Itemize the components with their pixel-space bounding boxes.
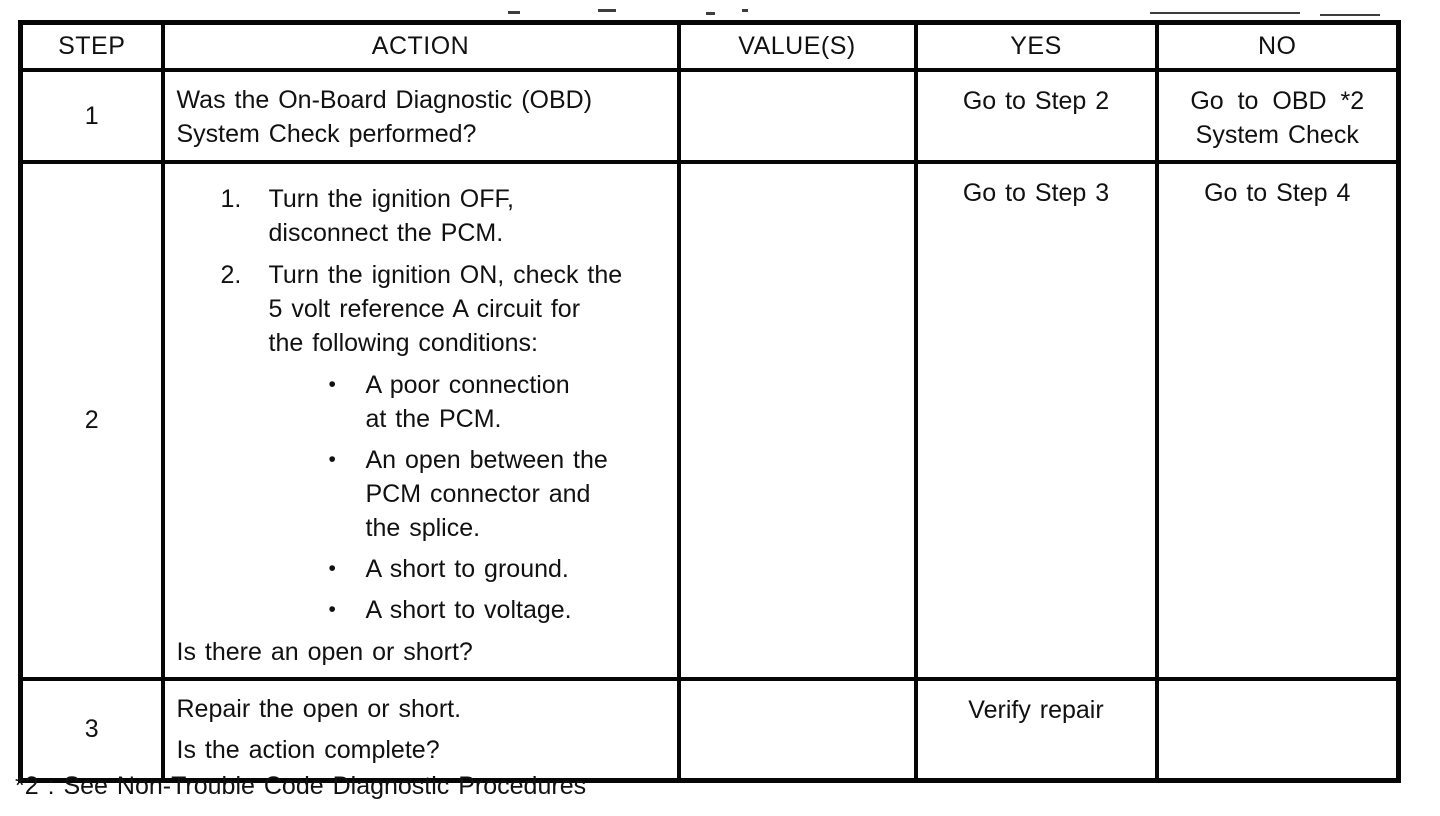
scan-artifact [1320, 14, 1380, 16]
question-text: Is there an open or short? [176, 637, 473, 666]
column-header-values: VALUE(S) [676, 20, 918, 72]
action-cell: Was the On-Board Diagnostic (OBD) System… [160, 67, 681, 164]
no-text: System Check [1195, 120, 1359, 149]
numbered-item-marker: 2. [220, 260, 242, 289]
scan-artifact [508, 11, 520, 14]
bullet-icon: • [328, 447, 336, 471]
question-text: Is the action complete? [176, 735, 440, 764]
numbered-item: 1. Turn the ignition OFF, disconnect the… [221, 182, 669, 250]
numbered-item: 2. Turn the ignition ON, check the 5 vol… [221, 258, 669, 360]
column-header-action: ACTION [160, 20, 681, 72]
footnote: *2 : See Non-Trouble Code Diagnostic Pro… [15, 772, 587, 800]
no-cell: Go to Step 4 [1154, 159, 1401, 681]
column-header-no: NO [1154, 20, 1401, 72]
scan-artifact [742, 9, 748, 12]
bullet-item-text: An open between the PCM connector and th… [366, 443, 669, 545]
action-cell: Repair the open or short. Is the action … [160, 676, 681, 783]
action-text: A short to voltage. [365, 595, 572, 624]
bullet-item: • An open between the PCM connector and … [329, 443, 669, 545]
value-cell [676, 67, 918, 164]
bullet-item-text: A short to voltage. [366, 593, 669, 627]
action-text: Turn the ignition OFF, [268, 184, 514, 213]
action-text: A poor connection [365, 370, 570, 399]
scan-artifact [706, 12, 715, 15]
step-number: 3 [18, 676, 165, 783]
bullet-item: • A short to voltage. [329, 593, 669, 627]
no-text: Go to OBD *2 [1190, 86, 1365, 115]
action-text: at the PCM. [365, 404, 502, 433]
column-header-step: STEP [18, 20, 165, 72]
no-cell: Go to OBD *2 System Check [1154, 67, 1401, 164]
diagnostic-table: STEP ACTION VALUE(S) YES NO 1 Was the On… [18, 20, 1401, 783]
action-text: Turn the ignition ON, check the [268, 260, 623, 289]
scan-artifact [598, 9, 616, 12]
bullet-icon: • [328, 372, 336, 396]
numbered-item-text: Turn the ignition ON, check the 5 volt r… [269, 258, 669, 360]
numbered-item-marker: 1. [220, 184, 242, 213]
action-text: the following conditions: [268, 328, 538, 357]
numbered-item-text: Turn the ignition OFF, disconnect the PC… [269, 182, 669, 250]
action-text: PCM connector and [365, 479, 591, 508]
column-header-yes: YES [913, 20, 1159, 72]
bullet-item-text: A short to ground. [366, 552, 669, 586]
value-cell [676, 159, 918, 681]
bullet-icon: • [328, 556, 336, 580]
bullet-item-text: A poor connection at the PCM. [366, 368, 669, 436]
bullet-item: • A short to ground. [329, 552, 669, 586]
yes-cell: Verify repair [913, 676, 1159, 783]
action-text: A short to ground. [365, 554, 569, 583]
table-header-row: STEP ACTION VALUE(S) YES NO [18, 20, 1401, 72]
action-text: disconnect the PCM. [268, 218, 504, 247]
step-number: 2 [18, 159, 165, 681]
action-text: Repair the open or short. [176, 694, 462, 723]
yes-cell: Go to Step 2 [913, 67, 1159, 164]
table-row-step-2: 2 1. Turn the ignition OFF, disconnect t… [18, 159, 1401, 681]
action-text: System Check performed? [176, 119, 477, 148]
value-cell [676, 676, 918, 783]
table-row-step-3: 3 Repair the open or short. Is the actio… [18, 676, 1401, 783]
bullet-icon: • [328, 597, 336, 621]
action-cell: 1. Turn the ignition OFF, disconnect the… [160, 159, 681, 681]
yes-cell: Go to Step 3 [913, 159, 1159, 681]
action-text: the splice. [365, 513, 481, 542]
bullet-item: • A poor connection at the PCM. [329, 368, 669, 436]
scan-artifact [1150, 12, 1300, 14]
step-number: 1 [18, 67, 165, 164]
action-text: 5 volt reference A circuit for [268, 294, 581, 323]
action-text: Was the On-Board Diagnostic (OBD) [176, 85, 593, 114]
action-text: An open between the [365, 445, 608, 474]
no-cell [1154, 676, 1401, 783]
table-row-step-1: 1 Was the On-Board Diagnostic (OBD) Syst… [18, 67, 1401, 164]
